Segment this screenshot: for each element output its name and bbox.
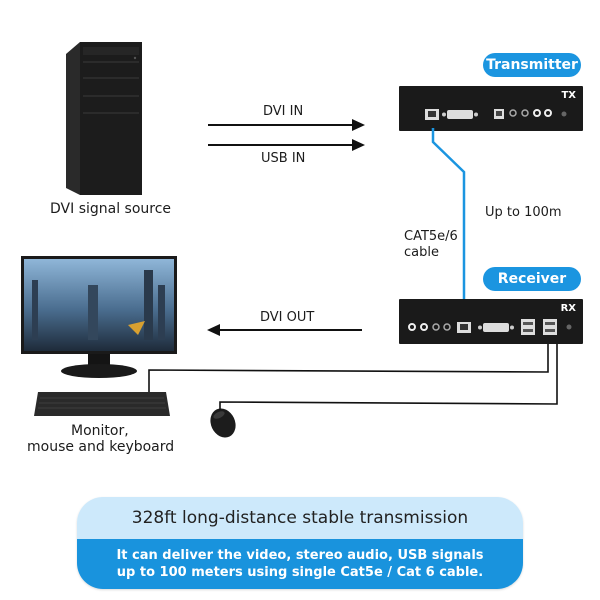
dc-power-port-icon [561, 111, 567, 117]
arrows-in [208, 119, 365, 151]
usb-in-label: USB IN [261, 151, 306, 166]
dvi-port-icon [447, 110, 473, 119]
pc-tower [64, 40, 144, 195]
audio-port-icon [509, 109, 517, 117]
usb-a-port-icon [521, 319, 535, 335]
dvi-out-arrow-head [207, 324, 220, 336]
dvi-in-label: DVI IN [263, 104, 304, 119]
transmitter-ports [425, 109, 567, 120]
monitor-icon [21, 256, 177, 378]
keyboard-icon [34, 392, 170, 416]
audio-port-icon [533, 109, 541, 117]
keyboard-cable [148, 344, 549, 392]
cable-type-label-line2: cable [404, 245, 439, 260]
banner-body-line2: up to 100 meters using single Cat5e / Ca… [116, 565, 484, 580]
monitor-label-line1: Monitor, [71, 423, 129, 439]
transmitter-unit: TX [399, 86, 583, 131]
banner-body: It can deliver the video, stereo audio, … [77, 539, 523, 589]
mouse-icon [210, 408, 236, 438]
dvi-port-icon [483, 323, 509, 332]
dvi-out-label: DVI OUT [260, 310, 315, 325]
usb-a-port-icon [543, 319, 557, 335]
receiver-unit: RX [399, 299, 583, 344]
audio-port-icon [544, 109, 552, 117]
transmitter-tag: TX [561, 90, 576, 101]
distance-label: Up to 100m [485, 205, 562, 220]
receiver-badge: Receiver [483, 267, 581, 291]
audio-port-icon [420, 323, 428, 331]
audio-port-icon [432, 323, 440, 331]
banner-headline: 328ft long-distance stable transmission [77, 497, 523, 539]
audio-port-icon [521, 109, 529, 117]
dc-power-port-icon [566, 324, 572, 330]
audio-port-icon [408, 323, 416, 331]
monitor-label-line2: mouse and keyboard [27, 439, 175, 455]
dvi-out-arrow [207, 324, 362, 336]
pc-tower-icon [66, 42, 142, 195]
banner-body-line1: It can deliver the video, stereo audio, … [116, 548, 484, 563]
cable-type-label-line1: CAT5e/6 [404, 229, 458, 244]
mouse-cable [219, 344, 558, 410]
transmitter-badge: Transmitter [483, 53, 581, 77]
source-label: DVI signal source [50, 201, 172, 217]
dvi-in-arrow-head [352, 119, 365, 131]
info-banner: 328ft long-distance stable transmission … [77, 497, 523, 589]
receiver-tag: RX [560, 303, 576, 314]
monitor [20, 255, 178, 383]
receiver-ports [408, 319, 572, 335]
cat-cable [431, 128, 466, 303]
usb-in-arrow-head [352, 139, 365, 151]
audio-port-icon [443, 323, 451, 331]
cat-cable-line [431, 128, 466, 303]
